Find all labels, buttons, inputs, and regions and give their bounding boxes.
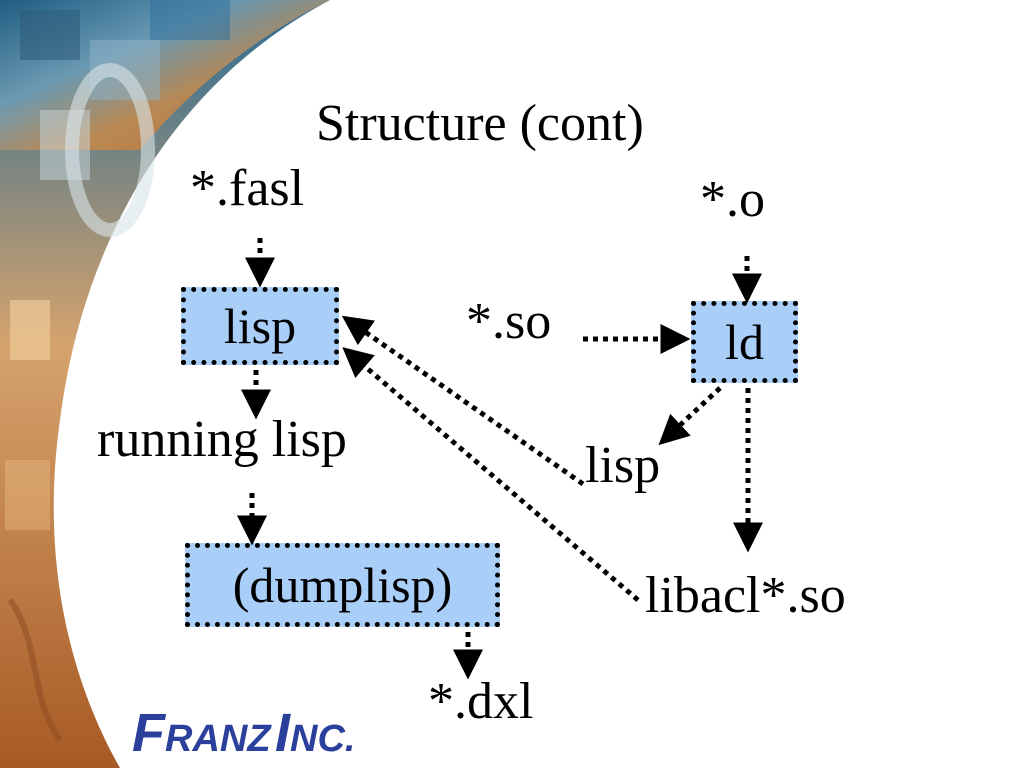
- arrow-lisp-output-to-lisp-box: [341, 315, 585, 487]
- logo-franz-initial: F: [132, 703, 165, 763]
- obj-label: *.o: [700, 171, 765, 228]
- so-label: *.so: [466, 293, 552, 350]
- arrow-libacl-to-lisp-box: [342, 347, 640, 602]
- dxl-label: *.dxl: [428, 673, 534, 730]
- logo-inc-rest: NC.: [290, 718, 356, 760]
- franz-inc-logo: FRANZ INC.: [132, 706, 355, 766]
- slide-title: Structure (cont): [316, 95, 644, 152]
- dumplisp-box: (dumplisp): [185, 543, 500, 627]
- arrow-ld-to-lisp-output: [658, 386, 722, 446]
- fasl-label: *.fasl: [190, 160, 305, 217]
- libacl-label: libacl*.so: [645, 567, 846, 624]
- ld-box: ld: [691, 301, 798, 383]
- logo-inc-initial: I: [275, 703, 291, 763]
- running-lisp-label: running lisp: [97, 411, 347, 468]
- lisp-box: lisp: [181, 287, 339, 365]
- logo-franz-rest: RANZ: [165, 718, 271, 760]
- lisp-output-label: lisp: [585, 437, 661, 494]
